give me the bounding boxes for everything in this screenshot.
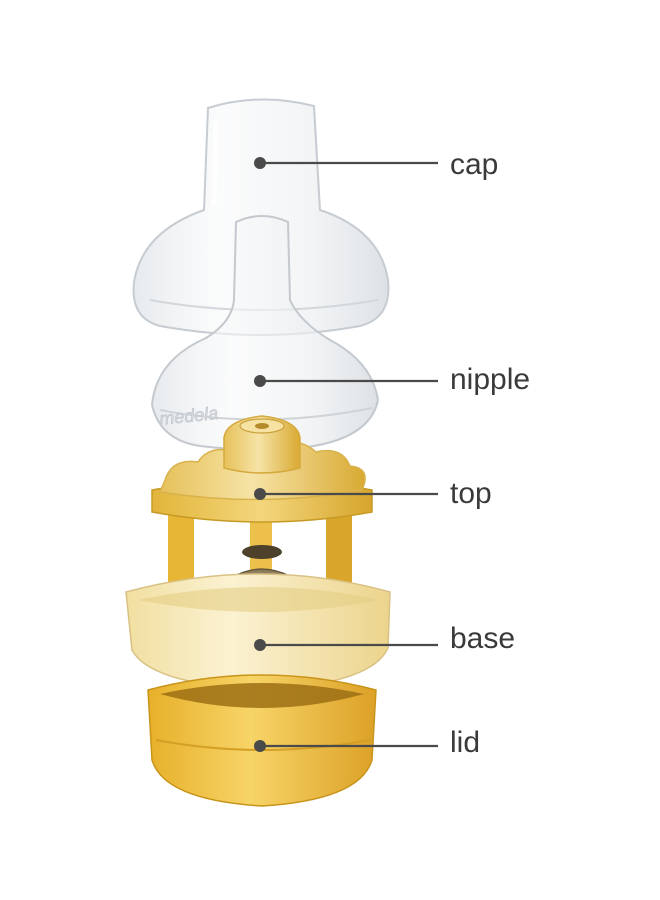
callout-top: top — [254, 477, 492, 510]
callout-base: base — [254, 622, 515, 655]
callout-cap: cap — [254, 148, 498, 181]
top-part — [151, 415, 373, 594]
callout-nipple-label: nipple — [450, 363, 530, 396]
callout-lid-label: lid — [450, 726, 480, 759]
callout-top-label: top — [450, 477, 492, 510]
base-part — [125, 545, 391, 691]
callout-lid: lid — [254, 726, 480, 759]
callout-cap-label: cap — [450, 148, 498, 181]
callout-nipple: nipple — [254, 363, 530, 396]
callout-base-label: base — [450, 622, 515, 655]
